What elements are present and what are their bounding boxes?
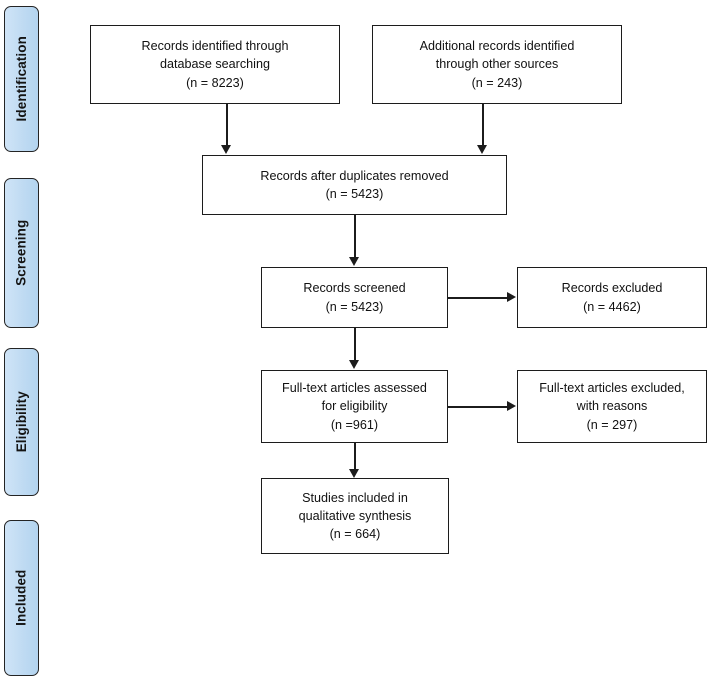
box-full-text-articles-excluded: Full-text articles excluded, with reason… xyxy=(517,370,707,443)
box-records-excluded: Records excluded (n = 4462) xyxy=(517,267,707,328)
arrowhead-fulltext-to-excluded xyxy=(507,401,516,411)
stage-label-screening: Screening xyxy=(13,219,29,287)
box-studies-included-qualitative-text: Studies included in qualitative synthesi… xyxy=(298,490,412,542)
stage-pill-identification: Identification xyxy=(4,6,39,152)
stage-pill-screening: Screening xyxy=(4,178,39,328)
stage-pill-included: Included xyxy=(4,520,39,676)
box-full-text-articles-excluded-text: Full-text articles excluded, with reason… xyxy=(539,381,685,432)
stage-label-included: Included xyxy=(13,569,29,627)
connector-additional-to-duplicates xyxy=(482,104,484,146)
connector-screened-to-excluded xyxy=(448,297,508,299)
connector-screened-to-fulltext xyxy=(354,328,356,361)
box-records-excluded-text: Records excluded (n = 4462) xyxy=(561,281,663,314)
arrowhead-additional-to-duplicates xyxy=(477,145,487,154)
box-records-identified-database-text: Records identified through database sear… xyxy=(141,39,289,90)
box-additional-records-other-sources-text: Additional records identified through ot… xyxy=(419,39,575,90)
box-records-screened: Records screened (n = 5423) xyxy=(261,267,448,328)
box-records-screened-text: Records screened (n = 5423) xyxy=(303,281,406,314)
arrowhead-fulltext-to-included xyxy=(349,469,359,478)
box-records-identified-database: Records identified through database sear… xyxy=(90,25,340,104)
connector-duplicates-to-screened xyxy=(354,215,356,258)
box-studies-included-qualitative: Studies included in qualitative synthesi… xyxy=(261,478,449,554)
box-additional-records-other-sources: Additional records identified through ot… xyxy=(372,25,622,104)
connector-fulltext-to-included xyxy=(354,443,356,470)
stage-pill-eligibility: Eligibility xyxy=(4,348,39,496)
box-full-text-articles-assessed-text: Full-text articles assessed for eligibil… xyxy=(282,381,427,432)
box-full-text-articles-assessed: Full-text articles assessed for eligibil… xyxy=(261,370,448,443)
connector-identified-to-duplicates xyxy=(226,104,228,146)
connector-fulltext-to-excluded xyxy=(448,406,508,408)
box-records-after-duplicates-removed: Records after duplicates removed (n = 54… xyxy=(202,155,507,215)
box-records-after-duplicates-removed-text: Records after duplicates removed (n = 54… xyxy=(260,168,449,201)
arrowhead-screened-to-fulltext xyxy=(349,360,359,369)
stage-label-identification: Identification xyxy=(13,36,29,122)
arrowhead-duplicates-to-screened xyxy=(349,257,359,266)
stage-label-eligibility: Eligibility xyxy=(13,391,29,453)
arrowhead-identified-to-duplicates xyxy=(221,145,231,154)
arrowhead-screened-to-excluded xyxy=(507,292,516,302)
